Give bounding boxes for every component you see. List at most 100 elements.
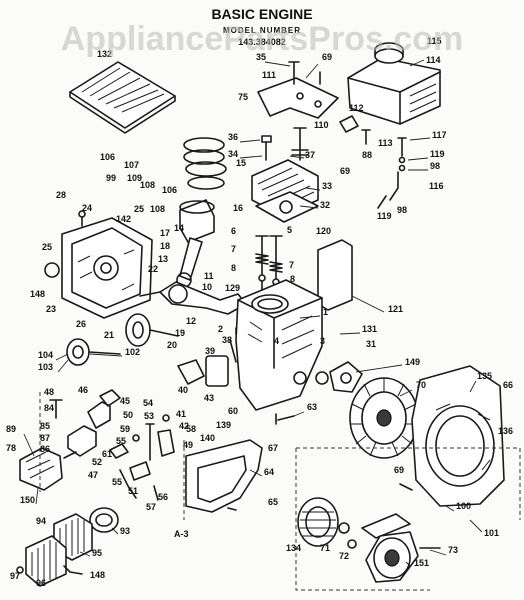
callout-113: 113 xyxy=(378,138,393,148)
callout-33: 33 xyxy=(322,181,332,191)
callout-108: 108 xyxy=(150,204,165,214)
callout-17: 17 xyxy=(160,228,170,238)
callout-59: 59 xyxy=(120,424,130,434)
callout-56: 56 xyxy=(158,492,168,502)
callout-119: 119 xyxy=(377,211,392,221)
governor-linkage-illustration xyxy=(109,414,175,501)
callout-12: 12 xyxy=(186,316,196,326)
rewind-starter-illustration xyxy=(297,497,441,583)
callout-60: 60 xyxy=(228,406,238,416)
callout-71: 71 xyxy=(320,543,330,553)
callout-78: 78 xyxy=(6,443,16,453)
oil-seal-illustration xyxy=(66,338,121,366)
callout-16: 16 xyxy=(233,203,243,213)
fuel-line-illustration xyxy=(339,115,407,209)
callout-101: 101 xyxy=(484,528,499,538)
callout-106: 106 xyxy=(100,152,115,162)
callout-149: 149 xyxy=(405,357,420,367)
callout-66: 66 xyxy=(503,380,513,390)
callout-111: 111 xyxy=(262,70,276,80)
model-label: MODEL NUMBER xyxy=(223,26,301,35)
callout-7: 7 xyxy=(231,244,236,254)
callout-84: 84 xyxy=(44,403,54,413)
callout-131: 131 xyxy=(362,324,377,334)
callout-104: 104 xyxy=(38,350,53,360)
callout-112: 112 xyxy=(349,103,364,113)
shroud-illustration xyxy=(185,439,263,513)
callout-102: 102 xyxy=(125,347,140,357)
callout-23: 23 xyxy=(46,304,56,314)
callout-52: 52 xyxy=(92,457,102,467)
callout-35: 35 xyxy=(256,52,266,62)
callout-114: 114 xyxy=(426,55,441,65)
callout-20: 20 xyxy=(167,340,177,350)
callout-18: 18 xyxy=(160,241,170,251)
callout-109: 109 xyxy=(127,173,142,183)
callout-3: 3 xyxy=(320,336,325,346)
head-bolts-illustration xyxy=(261,61,309,161)
callout-14: 14 xyxy=(174,223,184,233)
callout-57: 57 xyxy=(146,502,156,512)
callout-47: 47 xyxy=(88,470,98,480)
callout-115: 115 xyxy=(427,36,442,46)
callout-53: 53 xyxy=(144,411,154,421)
callout-45: 45 xyxy=(120,396,130,406)
callout-55: 55 xyxy=(112,477,122,487)
callout-25: 25 xyxy=(42,242,52,252)
callout-54: 54 xyxy=(143,398,153,408)
callout-55: 55 xyxy=(116,436,126,446)
carburetor-illustration xyxy=(19,389,121,491)
callout-132: 132 xyxy=(97,49,112,59)
callout-40: 40 xyxy=(178,385,188,395)
callout-119: 119 xyxy=(430,149,445,159)
callout-65: 65 xyxy=(268,497,278,507)
callout-67: 67 xyxy=(268,443,278,453)
callout-103: 103 xyxy=(38,362,53,372)
callout-75: 75 xyxy=(238,92,248,102)
callout-98: 98 xyxy=(397,205,407,215)
callout-89: 89 xyxy=(6,424,16,434)
diagram-title: BASIC ENGINE xyxy=(211,6,312,22)
callout-39: 39 xyxy=(205,346,215,356)
air-cleaner-illustration xyxy=(16,507,119,587)
callout-96: 96 xyxy=(36,578,46,588)
callout-37: 37 xyxy=(305,150,315,160)
flywheel-illustration xyxy=(349,377,419,459)
callout-24: 24 xyxy=(82,203,92,213)
callout-88: 88 xyxy=(362,150,372,160)
callout-36: 36 xyxy=(228,132,238,142)
callout-6: 6 xyxy=(231,226,236,236)
callout-108: 108 xyxy=(140,180,155,190)
callout-58: 58 xyxy=(186,424,196,434)
cylinder-block-illustration xyxy=(235,279,323,411)
air-baffle-illustration xyxy=(317,239,353,311)
callout-5: 5 xyxy=(287,225,292,235)
callout-87: 87 xyxy=(40,433,50,443)
callout-120: 120 xyxy=(316,226,331,236)
cam-gear-illustration xyxy=(125,313,179,347)
callout-31: 31 xyxy=(366,339,376,349)
piston-rings-illustration xyxy=(183,137,227,190)
callout-11: 11 xyxy=(204,271,214,281)
callout-1: 1 xyxy=(323,307,328,317)
callout-107: 107 xyxy=(124,160,139,170)
callout-69: 69 xyxy=(340,166,350,176)
callout-148: 148 xyxy=(30,289,45,299)
callout-69: 69 xyxy=(394,465,404,475)
fasteners-illustration xyxy=(227,71,413,511)
callout-19: 19 xyxy=(175,328,185,338)
callout-46: 46 xyxy=(78,385,88,395)
callout-49: 49 xyxy=(183,440,193,450)
callout-70: 70 xyxy=(416,380,426,390)
callout-97: 97 xyxy=(10,571,20,581)
callout-21: 21 xyxy=(104,330,114,340)
callout-139: 139 xyxy=(216,420,231,430)
manual-illustration xyxy=(69,61,176,134)
callout-135: 135 xyxy=(477,371,492,381)
watermark-text: AppliancePartsPros.com xyxy=(61,20,463,58)
callout-95: 95 xyxy=(92,548,102,558)
callout-48: 48 xyxy=(44,387,54,397)
callout-38: 38 xyxy=(222,335,232,345)
callout-51: 51 xyxy=(128,486,138,496)
callout-117: 117 xyxy=(432,130,447,140)
